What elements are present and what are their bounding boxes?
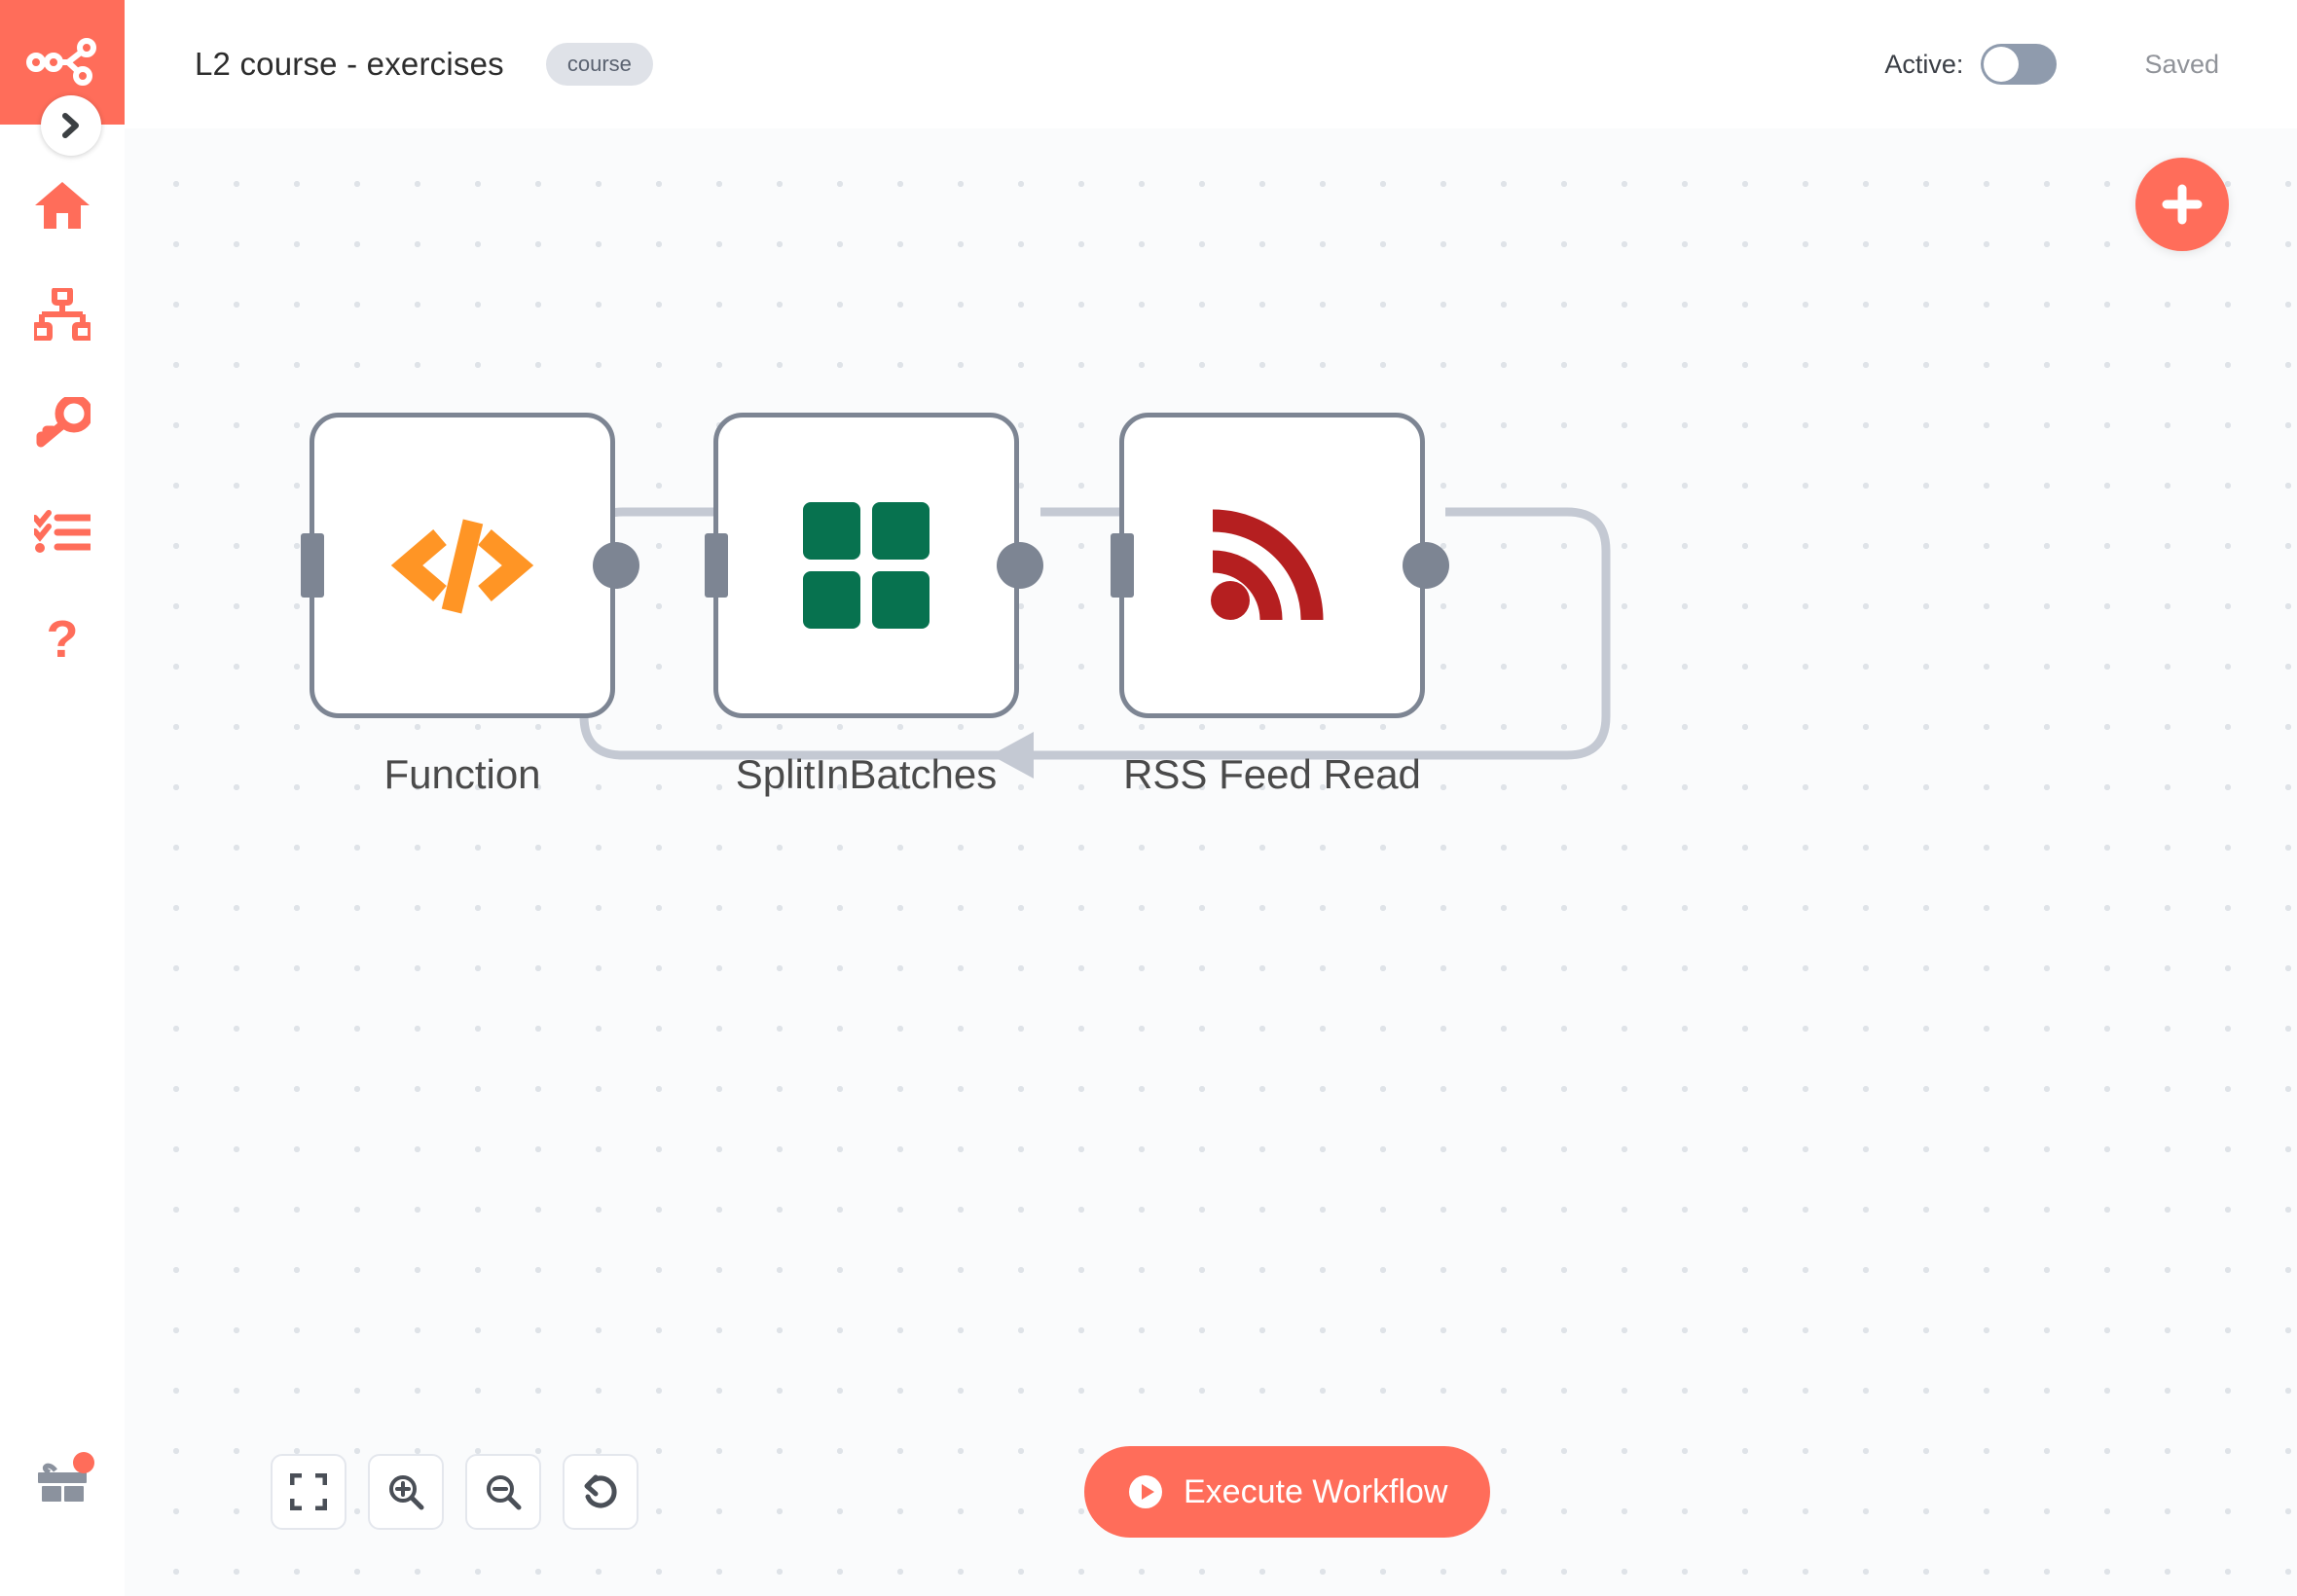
zoom-out-icon bbox=[487, 1475, 522, 1510]
add-node-button[interactable] bbox=[2135, 158, 2229, 251]
workflow-tag[interactable]: course bbox=[545, 43, 653, 86]
sidebar-expand-button[interactable] bbox=[41, 95, 101, 156]
n8n-logo-icon bbox=[26, 38, 96, 86]
sitemap-icon bbox=[34, 288, 91, 341]
node-function[interactable] bbox=[301, 413, 639, 718]
node-label-rssfeedread: RSS Feed Read bbox=[1123, 751, 1421, 797]
workflow-canvas[interactable]: Function SplitInBatches RSS Feed Read bbox=[125, 128, 2297, 1596]
sidebar-item-executions[interactable] bbox=[0, 478, 125, 587]
svg-text:?: ? bbox=[47, 614, 79, 669]
sidebar-item-credentials[interactable] bbox=[0, 369, 125, 478]
plus-icon bbox=[2162, 184, 2203, 225]
node-output-port[interactable] bbox=[593, 542, 639, 589]
zoom-in-icon bbox=[389, 1475, 424, 1510]
zoom-in-button[interactable] bbox=[368, 1454, 444, 1530]
undo-icon bbox=[584, 1474, 617, 1508]
node-output-port[interactable] bbox=[997, 542, 1043, 589]
node-output-port[interactable] bbox=[1403, 542, 1449, 589]
gift-badge-wrapper bbox=[36, 1452, 94, 1506]
code-icon bbox=[390, 519, 534, 614]
execute-workflow-button[interactable]: Execute Workflow bbox=[1084, 1446, 1491, 1538]
toggle-knob bbox=[1984, 47, 2020, 82]
sidebar-item-whats-new[interactable] bbox=[0, 1452, 125, 1506]
node-label-function: Function bbox=[383, 751, 541, 797]
sidebar-item-help[interactable]: ? bbox=[0, 587, 125, 696]
home-icon bbox=[35, 182, 90, 229]
play-circle-icon bbox=[1129, 1475, 1162, 1508]
chevron-right-icon bbox=[62, 113, 79, 138]
active-label: Active: bbox=[1884, 49, 1964, 79]
node-rssfeedread[interactable] bbox=[1111, 413, 1449, 718]
node-input-port[interactable] bbox=[301, 533, 324, 598]
header-actions: Active: Saved bbox=[1884, 44, 2297, 85]
fit-screen-icon bbox=[290, 1473, 327, 1510]
rss-icon bbox=[1211, 509, 1324, 621]
sidebar-item-workflows[interactable] bbox=[0, 260, 125, 369]
active-toggle[interactable] bbox=[1981, 44, 2058, 85]
sidebar: ? bbox=[0, 0, 125, 1596]
notification-badge bbox=[73, 1452, 94, 1473]
sidebar-nav: ? bbox=[0, 151, 125, 696]
zoom-to-fit-button[interactable] bbox=[271, 1454, 346, 1530]
reset-zoom-button[interactable] bbox=[563, 1454, 638, 1530]
node-splitinbatches[interactable] bbox=[705, 413, 1043, 718]
node-label-splitinbatches: SplitInBatches bbox=[735, 751, 998, 797]
node-input-port[interactable] bbox=[705, 533, 728, 598]
node-input-port[interactable] bbox=[1111, 533, 1134, 598]
header-bar: L2 course - exercises course Active: Sav… bbox=[125, 0, 2297, 128]
sidebar-item-home[interactable] bbox=[0, 151, 125, 260]
checklist-icon bbox=[34, 510, 91, 553]
zoom-out-button[interactable] bbox=[465, 1454, 541, 1530]
key-icon bbox=[36, 397, 91, 448]
execute-workflow-label: Execute Workflow bbox=[1184, 1472, 1448, 1510]
connection-layer bbox=[579, 489, 1611, 779]
gift-icon bbox=[38, 1463, 87, 1502]
save-status: Saved bbox=[2144, 49, 2219, 79]
edge-arrowhead-loopback bbox=[991, 732, 1034, 779]
question-mark-icon: ? bbox=[47, 614, 79, 669]
workflow-title[interactable]: L2 course - exercises bbox=[195, 46, 504, 82]
grid-2x2-icon bbox=[803, 502, 930, 629]
canvas-zoom-toolbar bbox=[271, 1454, 638, 1530]
